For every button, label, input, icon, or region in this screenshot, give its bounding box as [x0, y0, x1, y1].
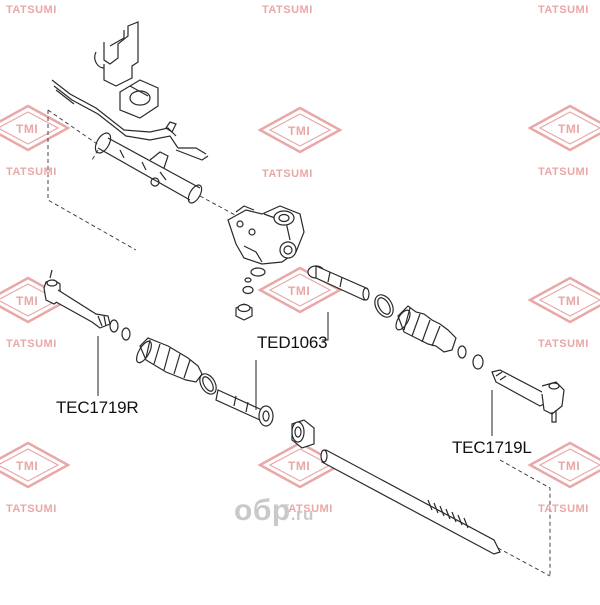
label-leader-lines — [97, 312, 493, 436]
steering-rack-bar — [320, 449, 501, 555]
watermark-brand: TATSUMI — [262, 4, 313, 16]
rack-boot-right — [136, 337, 217, 395]
watermark-logo-text: TMI — [16, 459, 39, 473]
watermark-brand: TATSUMI — [6, 503, 57, 515]
watermark-brand: TATSUMI — [538, 166, 589, 178]
watermark-logo-text: TMI — [16, 122, 39, 136]
watermark-brand: TATSUMI — [262, 168, 313, 180]
tie-rod-end-right — [43, 269, 131, 341]
rack-bushing — [291, 419, 315, 449]
watermark-logo-text: TMI — [288, 459, 311, 473]
watermark-brand: TATSUMI — [282, 503, 333, 515]
watermark-logo-text: TMI — [558, 122, 581, 136]
watermark-brand: TATSUMI — [6, 338, 57, 350]
inner-tie-rod-lower — [215, 389, 274, 427]
rack-boot-left — [395, 305, 484, 370]
watermark-logo-text: TMI — [288, 284, 311, 298]
watermark-brand: TATSUMI — [538, 338, 589, 350]
watermark-logo-text: TMI — [558, 459, 581, 473]
inner-tie-rod-upper — [307, 265, 394, 318]
site-watermark-main: oбр — [234, 494, 291, 527]
watermark-logo-text: TMI — [16, 294, 39, 308]
watermark-brand: TATSUMI — [6, 166, 57, 178]
site-watermark-suffix: .ru — [290, 505, 314, 524]
tie-rod-end-left — [491, 369, 565, 423]
site-watermark: oбр.ru — [234, 494, 314, 528]
steering-rack-housing — [51, 21, 209, 204]
label-tie-rod-end-left: TEC1719L — [452, 438, 532, 457]
steering-gear-valve — [227, 205, 305, 321]
watermark-logo-text: TMI — [288, 124, 311, 138]
label-tie-rod-end-right: TEC1719R — [56, 398, 139, 417]
watermark-logo-text: TMI — [558, 294, 581, 308]
watermark-brand: TATSUMI — [6, 4, 57, 16]
watermark-brand: TATSUMI — [538, 4, 589, 16]
label-inner-tie-rod: TED1063 — [257, 333, 328, 352]
watermark-brand: TATSUMI — [538, 503, 589, 515]
